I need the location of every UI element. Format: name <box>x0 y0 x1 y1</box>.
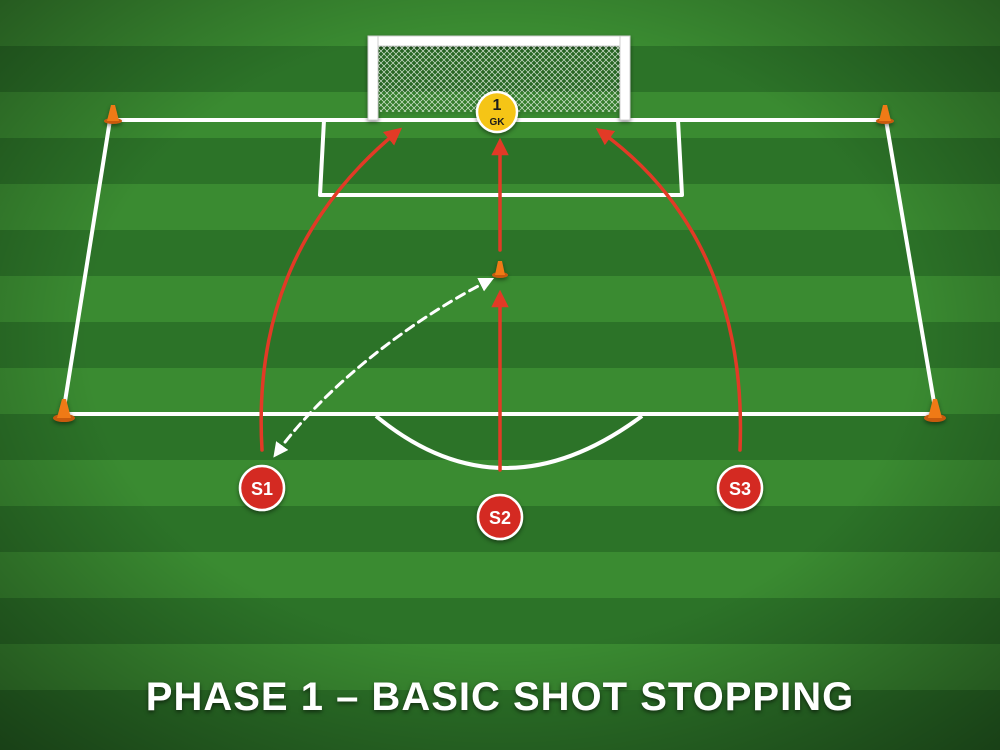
goalkeeper-label: GK <box>490 117 506 128</box>
cones <box>53 105 946 422</box>
cone-bottom-left <box>53 399 75 422</box>
player-s3: S3 <box>716 464 764 512</box>
player-s2-label: S2 <box>489 508 511 528</box>
cone-bottom-right <box>924 399 946 422</box>
player-s3-label: S3 <box>729 479 751 499</box>
player-s2: S2 <box>476 493 524 541</box>
goalkeeper-number: 1 <box>493 97 502 114</box>
arrows <box>259 127 743 472</box>
goal <box>367 35 631 121</box>
cone-top-right <box>876 105 894 124</box>
cone-top-left <box>104 105 122 124</box>
cone-center <box>492 261 508 278</box>
diagram-title: PHASE 1 – BASIC SHOT STOPPING <box>145 675 855 719</box>
goalkeeper-marker: 1 GK <box>475 90 519 134</box>
arrow-s3-shot <box>595 127 743 452</box>
player-s1: S1 <box>238 464 286 512</box>
arrow-pass-exchange <box>273 277 495 458</box>
player-s1-label: S1 <box>251 479 273 499</box>
